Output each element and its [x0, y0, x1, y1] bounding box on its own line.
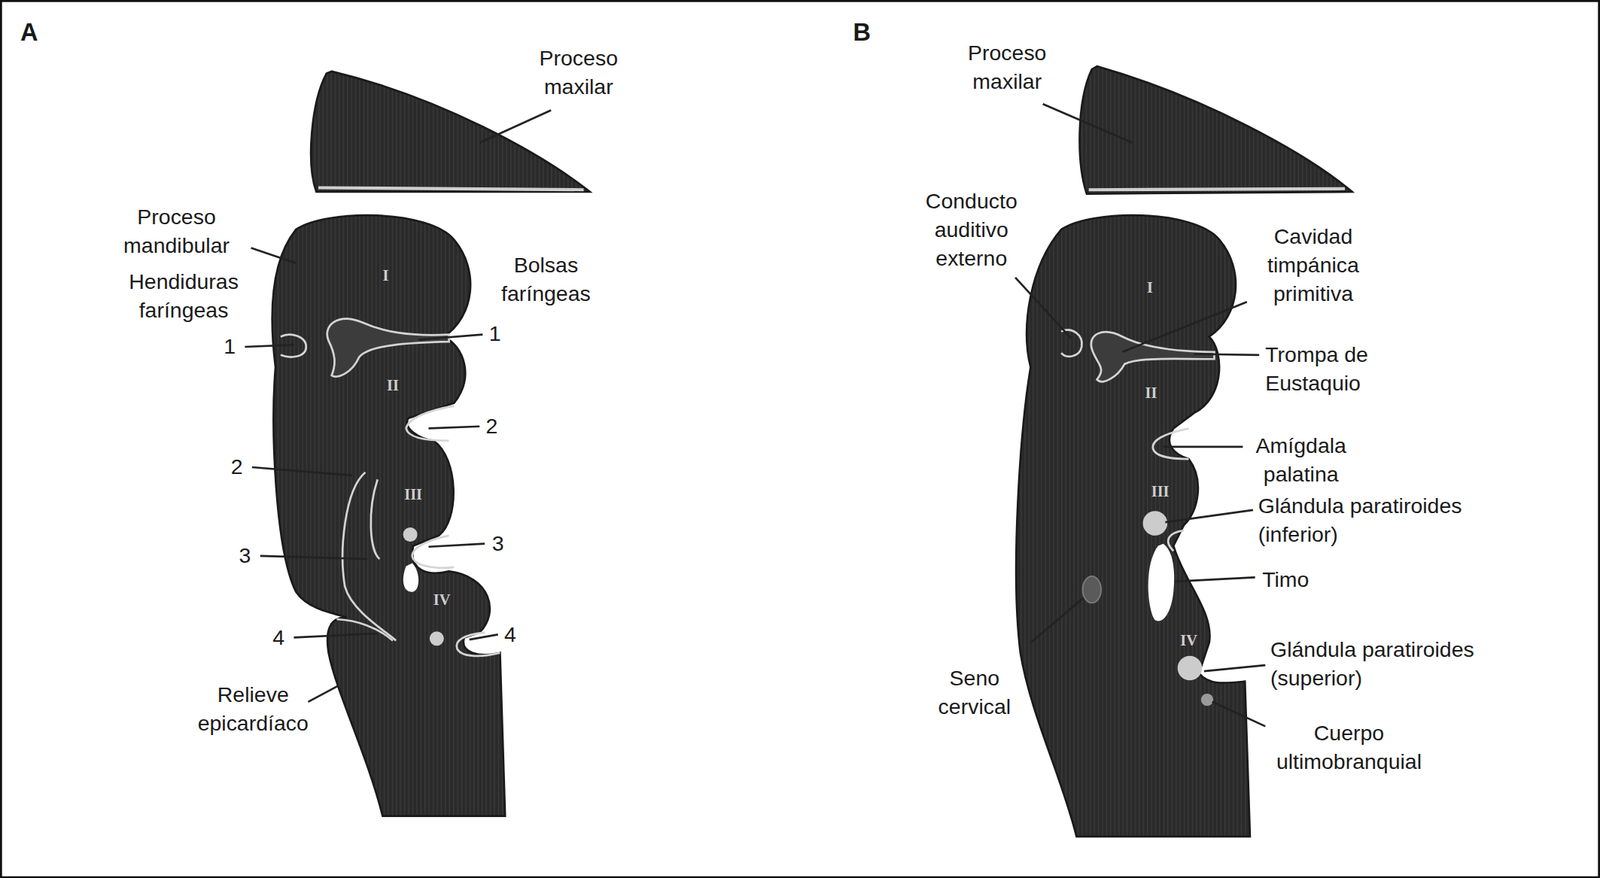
structure-label: Relieve epicardíaco: [181, 680, 325, 738]
structure-label: Hendiduras faríngeas: [117, 267, 250, 325]
callout-number: 2: [224, 453, 250, 482]
panel-a-drawing: [272, 71, 591, 817]
panel-letter: B: [853, 18, 895, 47]
structure-label: Glándula paratiroides (superior): [1270, 635, 1491, 694]
callout-number: 3: [485, 529, 511, 559]
leader-lines: [244, 103, 1266, 727]
structure-label: Cuerpo ultimobranquial: [1267, 719, 1431, 777]
parathyroid-primordium: [403, 527, 418, 542]
callout-number: 1: [482, 319, 508, 348]
parathyroid-primordium: [429, 631, 445, 646]
structure-label: Conducto auditivo externo: [915, 186, 1028, 273]
arch-numeral: III: [395, 486, 431, 504]
arch-numeral: I: [1134, 279, 1166, 297]
arch-numeral: III: [1143, 483, 1178, 501]
ultimobranchial-body: [1201, 693, 1214, 706]
structure-label: Seno cervical: [928, 664, 1021, 722]
callout-number: 4: [498, 620, 524, 649]
maxillary-process: [1079, 66, 1353, 194]
structure-label: Glándula paratiroides (inferior): [1258, 492, 1479, 550]
clefts-and-pouches: [280, 319, 501, 657]
maxillary-edge: [318, 187, 585, 190]
arch-numeral: I: [370, 267, 402, 284]
panel-letter: A: [20, 18, 61, 47]
structure-label: Bolsas faríngeas: [489, 251, 603, 309]
structure-label: Timo: [1262, 565, 1344, 594]
structure-label: Trompa de Eustaquio: [1265, 340, 1409, 399]
callout-number: 4: [266, 623, 292, 652]
pharyngeal-arches: [1015, 215, 1251, 837]
structure-label: Amígdala palatina: [1239, 431, 1363, 490]
maxillary-edge: [1088, 188, 1345, 190]
arch-numeral: II: [1135, 384, 1167, 402]
thymus-primordium: [403, 562, 419, 592]
arch-numeral: II: [377, 377, 409, 395]
structure-label: Proceso maxilar: [951, 39, 1064, 97]
parathyroid-superior: [1177, 656, 1203, 682]
thymus: [1148, 544, 1175, 622]
structure-label: Cavidad timpánica primitiva: [1254, 222, 1372, 309]
structure-label: Proceso mandibular: [109, 203, 243, 261]
callout-number: 1: [217, 332, 243, 362]
callout-number: 2: [479, 412, 505, 442]
structure-label: Proceso maxilar: [522, 43, 635, 101]
cervical-sinus: [1082, 576, 1102, 603]
parathyroid-inferior: [1143, 511, 1169, 536]
arch-numeral: IV: [1171, 632, 1207, 650]
callout-number: 3: [232, 541, 258, 571]
arch-numeral: IV: [424, 591, 460, 609]
